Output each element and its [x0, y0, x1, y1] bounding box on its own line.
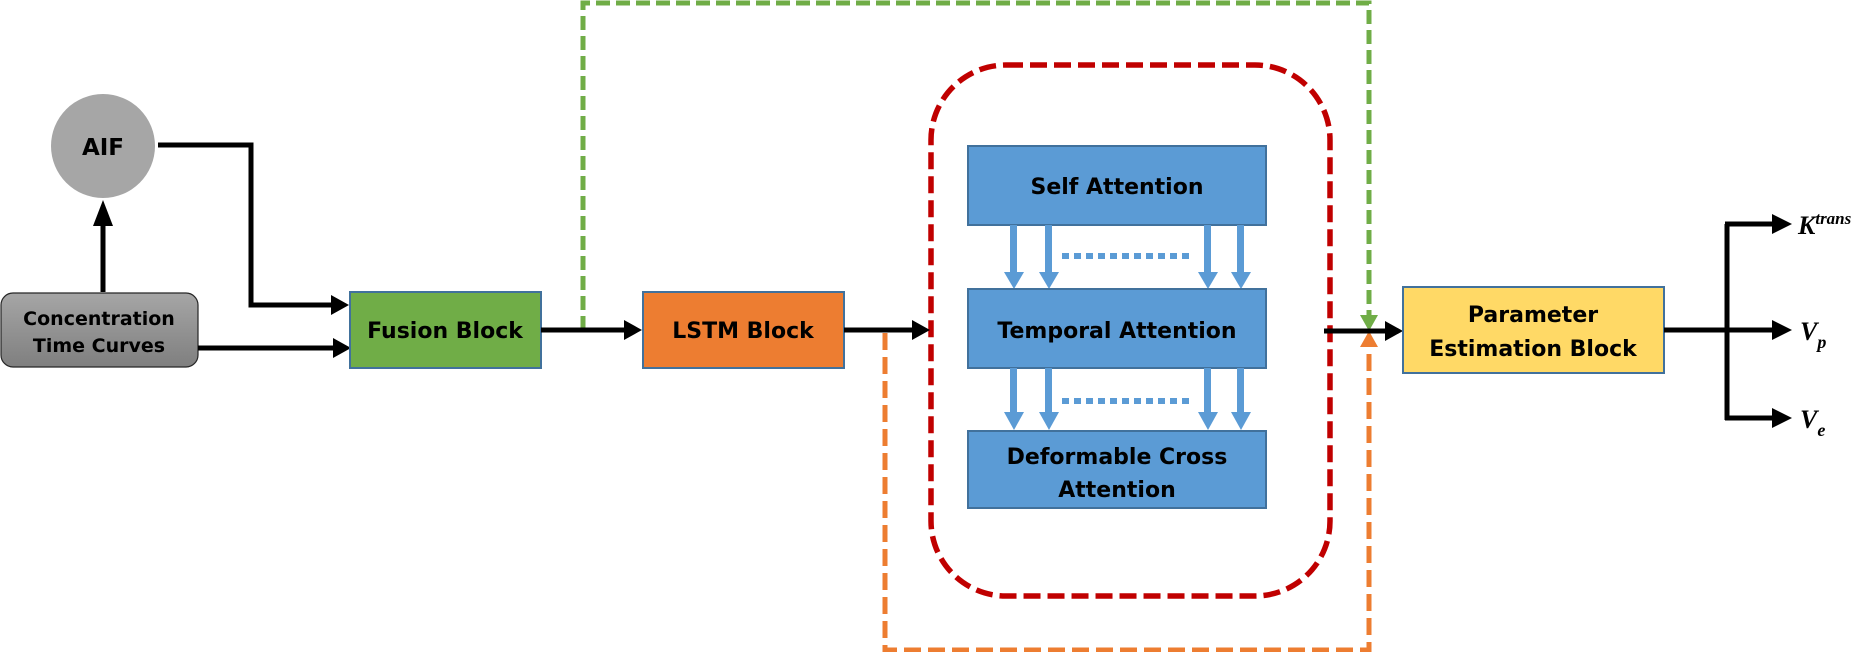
ve-subscript: e — [1817, 420, 1825, 440]
ktrans-base: K — [1797, 211, 1817, 240]
green-skip-arrowhead — [1360, 315, 1378, 331]
temporal-attention-block: Temporal Attention — [967, 288, 1267, 369]
arrowhead-concentration-to-aif — [93, 200, 113, 226]
arrowhead-fusion-to-lstm — [624, 320, 642, 340]
parameter-estimation-label-line2: Estimation Block — [1429, 337, 1638, 362]
arrowhead-concentration-to-fusion — [333, 338, 351, 358]
concentration-label-line1: Concentration — [23, 308, 175, 330]
deformable-cross-attention-block: Deformable Cross Attention — [967, 430, 1267, 509]
self-attention-block: Self Attention — [967, 145, 1267, 226]
aif-label: AIF — [82, 135, 124, 161]
parameter-estimation-block: Parameter Estimation Block — [1402, 286, 1665, 374]
arrow-aif-to-fusion — [158, 142, 333, 308]
fusion-block-label: Fusion Block — [367, 319, 524, 344]
self-attention-label: Self Attention — [1030, 175, 1203, 200]
fusion-block: Fusion Block — [349, 291, 542, 369]
output-vp: Vp — [1800, 317, 1826, 352]
deformable-cross-label-line1: Deformable Cross — [1007, 445, 1228, 470]
lstm-block: LSTM Block — [642, 291, 845, 369]
ktrans-superscript: trans — [1815, 209, 1851, 228]
green-skip-connection — [580, 0, 1372, 330]
temporal-to-deformable-arrows — [1004, 368, 1251, 430]
concentration-time-curves-node: Concentration Time Curves — [0, 292, 199, 368]
orange-skip-arrowhead — [1360, 331, 1378, 347]
aif-node: AIF — [51, 94, 155, 198]
temporal-attention-label: Temporal Attention — [997, 319, 1236, 344]
orange-skip-connection — [882, 333, 1372, 652]
self-to-temporal-arrows — [1004, 225, 1251, 289]
parameter-estimation-label-line1: Parameter — [1468, 303, 1598, 328]
concentration-label-line2: Time Curves — [33, 335, 165, 357]
deformable-cross-label-line2: Attention — [1058, 478, 1175, 503]
arrowhead-lstm-to-attention — [912, 320, 930, 340]
ve-base: V — [1800, 405, 1820, 434]
output-ve: Ve — [1800, 405, 1825, 440]
lstm-block-label: LSTM Block — [672, 319, 815, 344]
vp-base: V — [1800, 317, 1820, 346]
vp-subscript: p — [1815, 332, 1826, 352]
arrowhead-attention-to-parameter — [1385, 321, 1403, 341]
arrowhead-aif-to-fusion — [331, 295, 349, 315]
arrowhead-ve — [1772, 408, 1792, 428]
output-ktrans: Ktrans — [1797, 209, 1852, 240]
arrowhead-ktrans — [1772, 214, 1792, 234]
arrowhead-vp — [1772, 320, 1792, 340]
